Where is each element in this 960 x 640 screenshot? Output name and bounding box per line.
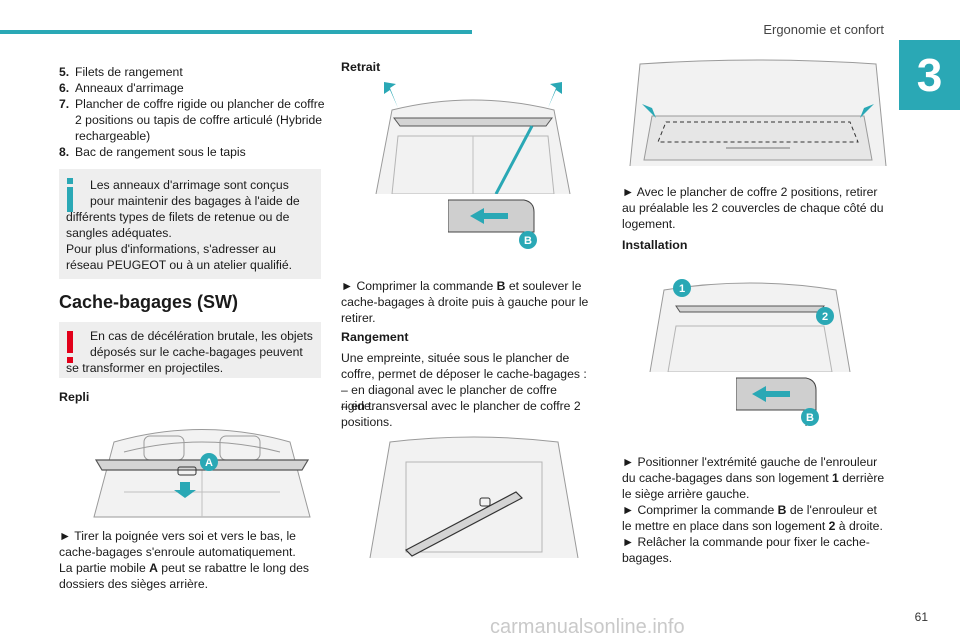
retrait-title: Retrait [341, 60, 381, 74]
warning-note-line2: se transformer en projectiles. [66, 361, 224, 375]
command-B-detail [448, 199, 535, 246]
info-note-line3: Pour plus d'informations, s'adresser au … [66, 242, 293, 272]
repli-text-1: ► Tirer la poignée vers soi et vers le b… [59, 529, 296, 559]
label-2-marker: 2 [816, 307, 834, 325]
page-number: 61 [914, 610, 928, 624]
rangement-text-2: – en diagonal avec le plancher de coffre… [341, 383, 557, 413]
warning-note-line1: En cas de décélération brutale, les obje… [90, 329, 313, 359]
list-item: 7.Plancher de coffre rigide ou plancher … [59, 97, 325, 143]
svg-text:A: A [205, 457, 213, 469]
label-B-marker: B [519, 231, 537, 249]
label-1-marker: 1 [673, 279, 691, 297]
list-item: 6.Anneaux d'arrimage [59, 81, 184, 95]
svg-text:2: 2 [822, 311, 828, 323]
install-label-B-marker: B [801, 408, 819, 426]
info-note: Les anneaux d'arrimage sont conçus pour … [59, 169, 321, 279]
repli-title: Repli [59, 390, 90, 404]
install-text-1: ► Positionner l'extrémité gauche de l'en… [622, 455, 885, 501]
header-accent-bar [0, 30, 472, 34]
retrait-illustration [375, 82, 571, 194]
component-list: 5.Filets de rangement 6.Anneaux d'arrima… [59, 64, 329, 160]
list-item: 8.Bac de rangement sous le tapis [59, 145, 246, 159]
section-title: Cache-bagages (SW) [59, 292, 239, 312]
svg-text:1: 1 [679, 283, 685, 295]
repli-illustration [84, 412, 320, 522]
install-text-2: ► Comprimer la commande B de l'enrouleur… [622, 503, 883, 533]
info-note-line2: différents types de filets de retenue ou… [66, 210, 290, 240]
logement-illustration [629, 59, 887, 166]
rangement-illustration [369, 436, 579, 558]
rangement-text-3: – en transversal avec le plancher de cof… [341, 399, 581, 429]
rangement-text-1: Une empreinte, située sous le plancher d… [341, 351, 587, 381]
repli-text-2: La partie mobile A peut se rabattre le l… [59, 561, 310, 591]
watermark: carmanualsonline.info [490, 616, 685, 638]
removal-text: ► Avec le plancher de coffre 2 positions… [622, 185, 884, 231]
svg-text:B: B [524, 235, 532, 247]
retrait-text: ► Comprimer la commande B et soulever le… [341, 279, 589, 325]
warning-icon [63, 331, 77, 369]
info-icon [63, 178, 77, 216]
info-note-line1: Les anneaux d'arrimage sont conçus pour … [90, 178, 300, 208]
rangement-title: Rangement [341, 330, 409, 344]
installation-title: Installation [622, 238, 688, 252]
install-text-3: ► Relâcher la commande pour fixer le cac… [622, 535, 870, 565]
warning-note: En cas de décélération brutale, les obje… [59, 322, 321, 378]
chapter-tab: 3 [899, 40, 960, 110]
header-title: Ergonomie et confort [763, 22, 884, 37]
list-item: 5.Filets de rangement [59, 65, 183, 79]
svg-text:B: B [806, 412, 814, 424]
label-A-marker: A [200, 453, 218, 471]
